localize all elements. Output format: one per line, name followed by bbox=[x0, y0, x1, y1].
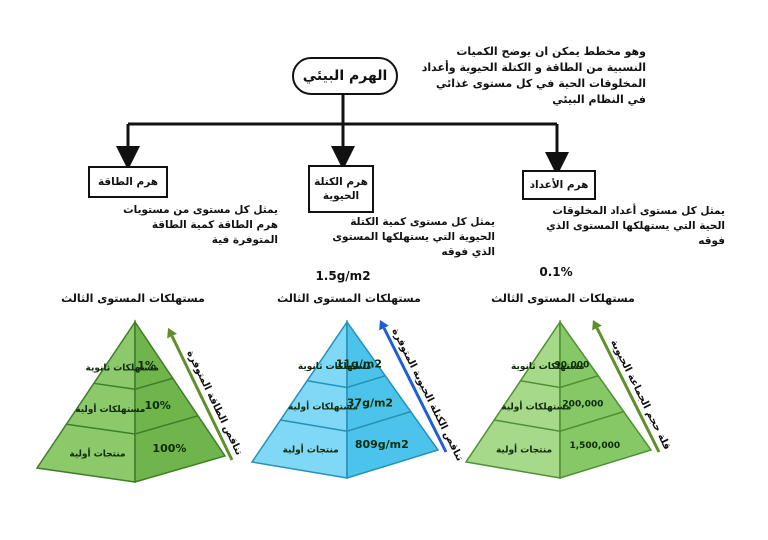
biomass-level-value-3: 809g/m2 bbox=[355, 438, 409, 451]
numbers-level-name-3: منتجات أولية bbox=[496, 443, 552, 455]
biomass-level-name-3: منتجات أولية bbox=[283, 443, 339, 455]
numbers-level-value-1: 90,000 bbox=[555, 361, 590, 371]
definition-text: وهو مخطط يمكن ان يوضح الكميات النسبية من… bbox=[416, 44, 646, 108]
diagram-title: الهرم البيئي bbox=[292, 57, 398, 95]
category-energy-description: يمثل كل مستوى من مستويات هرم الطاقة كمية… bbox=[118, 203, 278, 248]
category-numbers-description: يمثل كل مستوى أعداد المخلوقات الحية التي… bbox=[540, 204, 725, 249]
numbers-level-name-2: مستهلكات أولية bbox=[501, 400, 571, 412]
energy-level-name-3: منتجات أولية bbox=[69, 448, 125, 460]
numbers-level-value-2: 200,000 bbox=[562, 399, 603, 409]
numbers-level-value-3: 1,500,000 bbox=[569, 441, 620, 451]
energy-level-name-2: مستهلكات أولية bbox=[75, 403, 145, 415]
biomass-level-value-1: 11g/m2 bbox=[336, 358, 382, 371]
energy-level-value-3: 100% bbox=[152, 442, 186, 455]
numbers-top-value: 0.1% bbox=[521, 265, 591, 279]
category-biomass-box: هرم الكتلة الحيوية bbox=[308, 165, 374, 213]
biomass-top-value: 1.5g/m2 bbox=[308, 269, 378, 283]
category-numbers-box: هرم الأعداد bbox=[522, 170, 596, 200]
biomass-level-value-2: 37g/m2 bbox=[347, 396, 393, 409]
energy-level-value-1: 1% bbox=[137, 359, 156, 372]
category-biomass-description: يمثل كل مستوى كمية الكتلة الحيوية التي ي… bbox=[330, 215, 495, 260]
category-energy-box: هرم الطاقة bbox=[88, 166, 168, 198]
energy-level-value-2: 10% bbox=[145, 399, 171, 412]
